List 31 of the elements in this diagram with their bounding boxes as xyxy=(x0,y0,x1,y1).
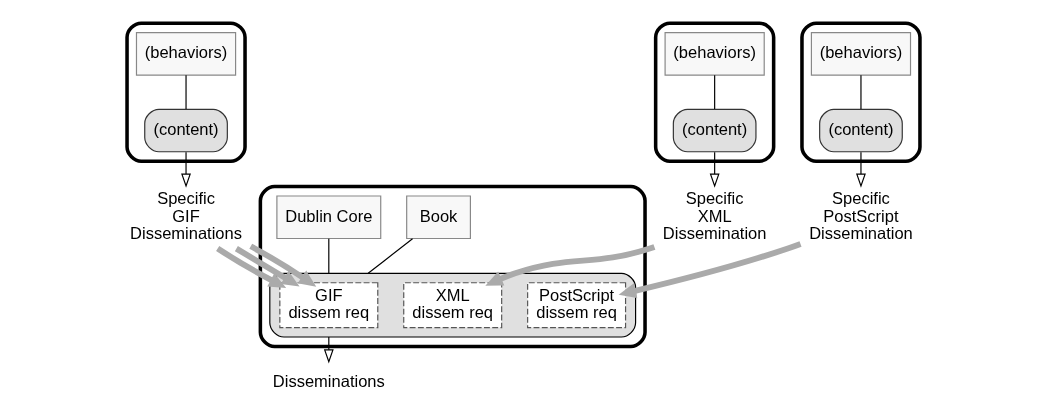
node-box: (content) xyxy=(144,108,228,152)
arrow xyxy=(618,240,802,298)
node-box: (content) xyxy=(819,108,903,152)
arrow xyxy=(856,151,866,188)
connector xyxy=(860,74,862,110)
arrow xyxy=(234,245,300,286)
cluster xyxy=(653,20,776,163)
arrow xyxy=(181,151,191,188)
node-box: (behaviors) xyxy=(135,31,237,76)
arrow xyxy=(485,243,656,286)
node-box: GIF dissem req xyxy=(279,281,379,328)
connector xyxy=(367,237,414,274)
connector xyxy=(328,237,330,274)
node-box: Dublin Core xyxy=(276,194,382,239)
node-box: (behaviors) xyxy=(664,31,765,76)
cluster xyxy=(125,20,247,163)
connector xyxy=(714,74,716,110)
node-box: (content) xyxy=(672,108,757,152)
node-box: Book xyxy=(406,194,471,239)
node-text: Specific PostScript Dissemination xyxy=(809,188,913,242)
arrow xyxy=(249,243,317,287)
node-box: PostScript dissem req xyxy=(527,281,627,328)
node-box: (behaviors) xyxy=(810,31,912,76)
arrow xyxy=(709,151,720,188)
node-text: Disseminations xyxy=(272,371,385,390)
cluster xyxy=(800,20,922,163)
node-text: Specific XML Dissemination xyxy=(662,188,767,242)
node-box: XML dissem req xyxy=(403,281,503,328)
connector xyxy=(185,74,187,110)
arrow xyxy=(216,245,287,288)
node-text: Specific GIF Disseminations xyxy=(130,188,242,242)
